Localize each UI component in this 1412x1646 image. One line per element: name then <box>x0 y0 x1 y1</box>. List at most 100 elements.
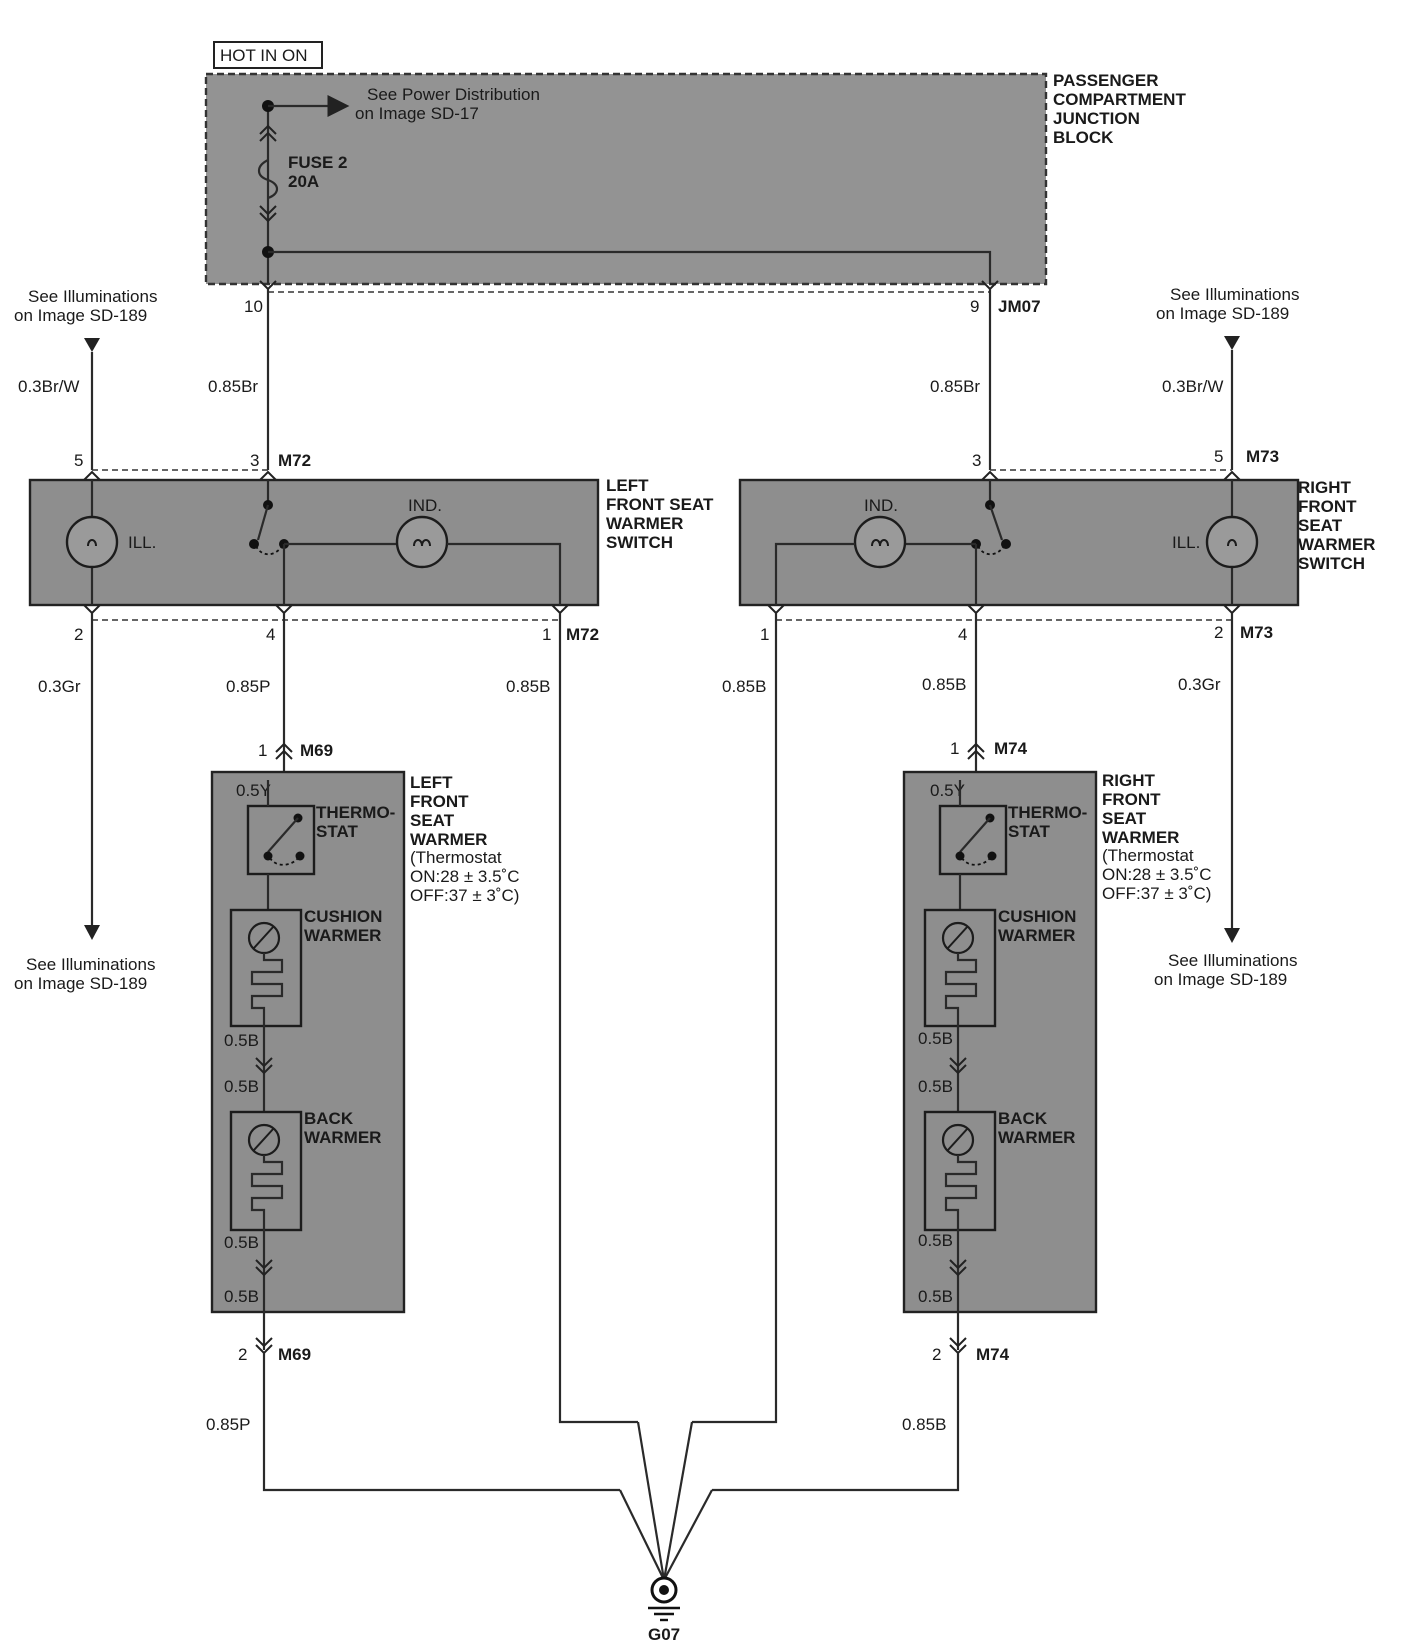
right-feed-wire-color: 0.85Br <box>930 377 980 396</box>
left-switch-connector-top: M72 <box>278 451 311 470</box>
svg-text:See Illuminations: See Illuminations <box>26 955 155 974</box>
svg-text:RIGHT: RIGHT <box>1102 771 1156 790</box>
svg-text:STAT: STAT <box>1008 822 1050 841</box>
right-pin4-wire-color: 0.85B <box>922 675 966 694</box>
svg-text:PASSENGER: PASSENGER <box>1053 71 1159 90</box>
right-illum-out-wire-color: 0.3Gr <box>1178 675 1221 694</box>
svg-text:CUSHION: CUSHION <box>998 907 1076 926</box>
svg-text:See Illuminations: See Illuminations <box>28 287 157 306</box>
left-warmer-pin2: 2 <box>238 1345 247 1364</box>
left-switch-connector-bottom: M72 <box>566 625 599 644</box>
left-thermostat <box>246 804 316 876</box>
left-warmer-wire-05b-3: 0.5B <box>224 1233 259 1252</box>
right-back-label: BACK WARMER <box>998 1109 1075 1147</box>
left-warmer-wire-05b-2: 0.5B <box>224 1077 259 1096</box>
left-pin1-wire-color: 0.85B <box>506 677 550 696</box>
svg-text:BACK: BACK <box>998 1109 1048 1128</box>
right-ill-label: ILL. <box>1172 533 1200 552</box>
svg-text:CUSHION: CUSHION <box>304 907 382 926</box>
svg-text:FRONT: FRONT <box>410 792 469 811</box>
svg-text:WARMER: WARMER <box>998 1128 1075 1147</box>
right-switch-connector-bottom: M73 <box>1240 623 1273 642</box>
svg-text:WARMER: WARMER <box>606 514 683 533</box>
svg-text:LEFT: LEFT <box>410 773 453 792</box>
svg-text:THERMO-: THERMO- <box>1008 803 1087 822</box>
left-warmer-connector-bottom: M69 <box>278 1345 311 1364</box>
svg-text:BLOCK: BLOCK <box>1053 128 1114 147</box>
right-warmer-title: RIGHT FRONT SEAT WARMER <box>1102 771 1179 847</box>
right-switch-pin2: 2 <box>1214 623 1223 642</box>
svg-text:WARMER: WARMER <box>410 830 487 849</box>
right-ind-label: IND. <box>864 496 898 515</box>
svg-text:OFF:37 ± 3˚C): OFF:37 ± 3˚C) <box>1102 884 1211 903</box>
svg-text:See Illuminations: See Illuminations <box>1168 951 1297 970</box>
left-switch-pin1: 1 <box>542 625 551 644</box>
right-seat-warmer-switch <box>738 469 1300 621</box>
right-switch-connector-top: M73 <box>1246 447 1279 466</box>
left-thermostat-note: (Thermostat ON:28 ± 3.5˚C OFF:37 ± 3˚C) <box>410 848 519 905</box>
left-cushion-label: CUSHION WARMER <box>304 907 382 945</box>
right-thermostat <box>938 804 1008 876</box>
right-switch-title: RIGHT FRONT SEAT WARMER SWITCH <box>1298 478 1375 573</box>
svg-text:(Thermostat: (Thermostat <box>410 848 502 867</box>
left-illum-ref-bottom: See Illuminations on Image SD-189 <box>14 955 155 993</box>
svg-text:WARMER: WARMER <box>998 926 1075 945</box>
left-warmer-connector-top: M69 <box>300 741 333 760</box>
svg-text:ON:28 ± 3.5˚C: ON:28 ± 3.5˚C <box>410 867 519 886</box>
svg-text:ON:28 ± 3.5˚C: ON:28 ± 3.5˚C <box>1102 865 1211 884</box>
left-illum-ref-top: See Illuminations on Image SD-189 <box>14 287 157 325</box>
left-warmer-pin1: 1 <box>258 741 267 760</box>
right-cushion-label: CUSHION WARMER <box>998 907 1076 945</box>
left-switch-pin2: 2 <box>74 625 83 644</box>
svg-text:(Thermostat: (Thermostat <box>1102 846 1194 865</box>
svg-text:WARMER: WARMER <box>1102 828 1179 847</box>
svg-text:SEAT: SEAT <box>1102 809 1147 828</box>
fuse-2-symbol <box>257 124 279 223</box>
svg-text:FRONT SEAT: FRONT SEAT <box>606 495 714 514</box>
svg-text:RIGHT: RIGHT <box>1298 478 1352 497</box>
svg-text:FRONT: FRONT <box>1102 790 1161 809</box>
connector-jm07: JM07 <box>998 297 1041 316</box>
left-switch-pin5: 5 <box>74 451 83 470</box>
left-seat-warmer <box>210 770 406 1314</box>
right-warmer-connector-bottom: M74 <box>976 1345 1010 1364</box>
svg-text:COMPARTMENT: COMPARTMENT <box>1053 90 1186 109</box>
ground-g07-icon <box>648 1576 680 1622</box>
svg-text:HOT IN ON: HOT IN ON <box>220 46 308 65</box>
right-warmer-out-wire-color: 0.85B <box>902 1415 946 1434</box>
svg-text:on Image SD-17: on Image SD-17 <box>355 104 479 123</box>
left-cushion-warmer <box>229 908 303 1028</box>
left-illum-out-wire-color: 0.3Gr <box>38 677 81 696</box>
right-warmer-connector-top: M74 <box>994 739 1028 758</box>
left-ind-label: IND. <box>408 496 442 515</box>
svg-text:LEFT: LEFT <box>606 476 649 495</box>
right-warmer-wire-05b-1: 0.5B <box>918 1029 953 1048</box>
right-cushion-warmer <box>923 908 997 1028</box>
svg-text:SEAT: SEAT <box>410 811 455 830</box>
left-switch-pin4: 4 <box>266 625 275 644</box>
left-pin4-wire-color: 0.85P <box>226 677 270 696</box>
right-warmer-pin1: 1 <box>950 739 959 758</box>
svg-text:See Power Distribution: See Power Distribution <box>367 85 540 104</box>
left-ill-lamp-icon <box>65 515 119 569</box>
left-thermostat-label: THERMO- STAT <box>316 803 395 841</box>
left-warmer-title: LEFT FRONT SEAT WARMER <box>410 773 487 849</box>
svg-text:THERMO-: THERMO- <box>316 803 395 822</box>
right-illum-ref-top: See Illuminations on Image SD-189 <box>1156 285 1299 323</box>
right-back-warmer <box>923 1110 997 1232</box>
right-illum-wire-color: 0.3Br/W <box>1162 377 1223 396</box>
right-illum-triangle <box>1224 336 1240 350</box>
svg-text:SWITCH: SWITCH <box>1298 554 1365 573</box>
svg-text:OFF:37 ± 3˚C): OFF:37 ± 3˚C) <box>410 886 519 905</box>
left-illum-triangle <box>84 338 100 352</box>
right-switch-pin3: 3 <box>972 451 981 470</box>
left-back-label: BACK WARMER <box>304 1109 381 1147</box>
svg-text:STAT: STAT <box>316 822 358 841</box>
right-illum-ref-bottom: See Illuminations on Image SD-189 <box>1154 951 1297 989</box>
junction-pin-9: 9 <box>970 297 979 316</box>
svg-text:SWITCH: SWITCH <box>606 533 673 552</box>
right-ill-lamp-icon <box>1205 515 1259 569</box>
left-warmer-wire-05b-1: 0.5B <box>224 1031 259 1050</box>
svg-text:See Illuminations: See Illuminations <box>1170 285 1299 304</box>
junction-pin-10: 10 <box>244 297 263 316</box>
